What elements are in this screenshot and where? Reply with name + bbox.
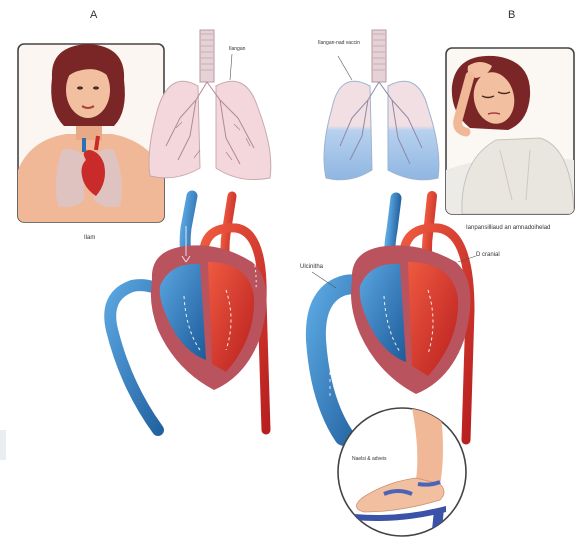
artery-label-b: D cranial — [476, 252, 500, 258]
panel-a: A — [0, 9, 271, 460]
lung-label-b: Ilangan-nad vaccin — [318, 40, 360, 46]
woman-portrait-b — [446, 48, 574, 214]
person-label-a: Ilam — [84, 235, 95, 241]
vein-label-b: Ulcinitha — [300, 264, 324, 270]
lung-label-a: Ilangan — [229, 46, 246, 52]
heart-b — [316, 196, 471, 440]
foot-label-b: Naelsi & adveis — [352, 456, 387, 462]
panel-b-letter: B — [508, 9, 515, 21]
heart-a — [110, 196, 266, 430]
lungs-icon-b — [324, 30, 439, 180]
person-label-b: Ianpansilliaud an amnadoihelad — [466, 225, 550, 231]
foot-sandal-icon — [338, 408, 466, 536]
lungs-icon-a — [149, 30, 271, 180]
panel-b: B Ilangan-nad vaccin — [300, 9, 574, 536]
panel-a-letter: A — [90, 9, 98, 21]
woman-portrait-a — [18, 44, 164, 222]
